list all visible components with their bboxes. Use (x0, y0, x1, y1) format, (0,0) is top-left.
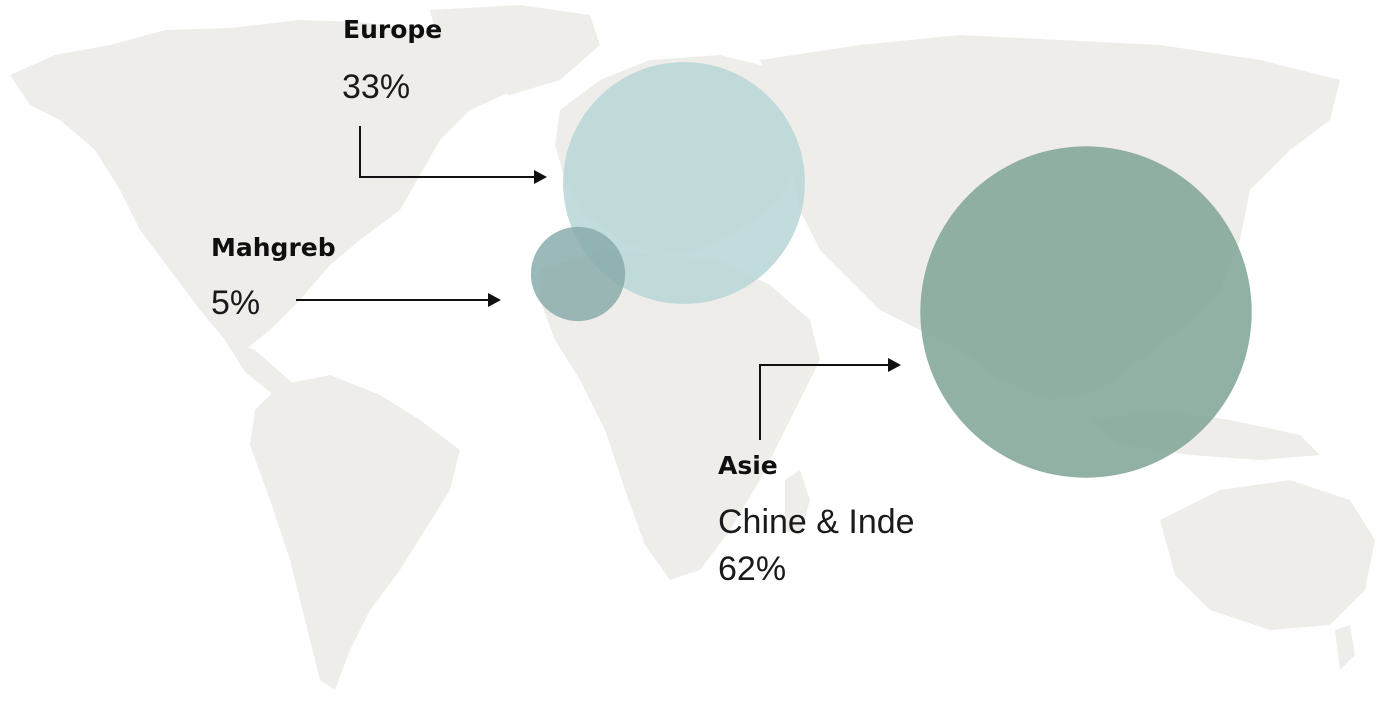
north-america-shape (10, 20, 520, 350)
australia-shape (1160, 480, 1375, 630)
new-zealand-shape (1335, 625, 1355, 670)
mahgreb-bubble (530, 226, 626, 322)
asie-subtitle: Chine & Inde (718, 503, 915, 541)
greenland-shape (430, 5, 600, 95)
arrow-right-icon (488, 293, 501, 307)
europe-bubble (563, 62, 805, 304)
arrow-right-icon (534, 170, 547, 184)
asie-arrow (759, 358, 901, 440)
south-america-shape (250, 375, 460, 690)
mahgreb-value: 5% (211, 284, 261, 322)
asie-name: Asie (718, 451, 778, 480)
europe-name: Europe (343, 15, 443, 44)
europe-value: 33% (342, 68, 411, 106)
asie-bubble (920, 146, 1252, 478)
arrow-right-icon (888, 358, 901, 372)
europe-arrow (359, 126, 547, 184)
asie-value: 62% (718, 550, 787, 588)
africa-shape (540, 250, 820, 580)
mahgreb-name: Mahgreb (211, 233, 336, 262)
mahgreb-arrow (296, 293, 501, 307)
madagascar-shape (785, 470, 810, 535)
